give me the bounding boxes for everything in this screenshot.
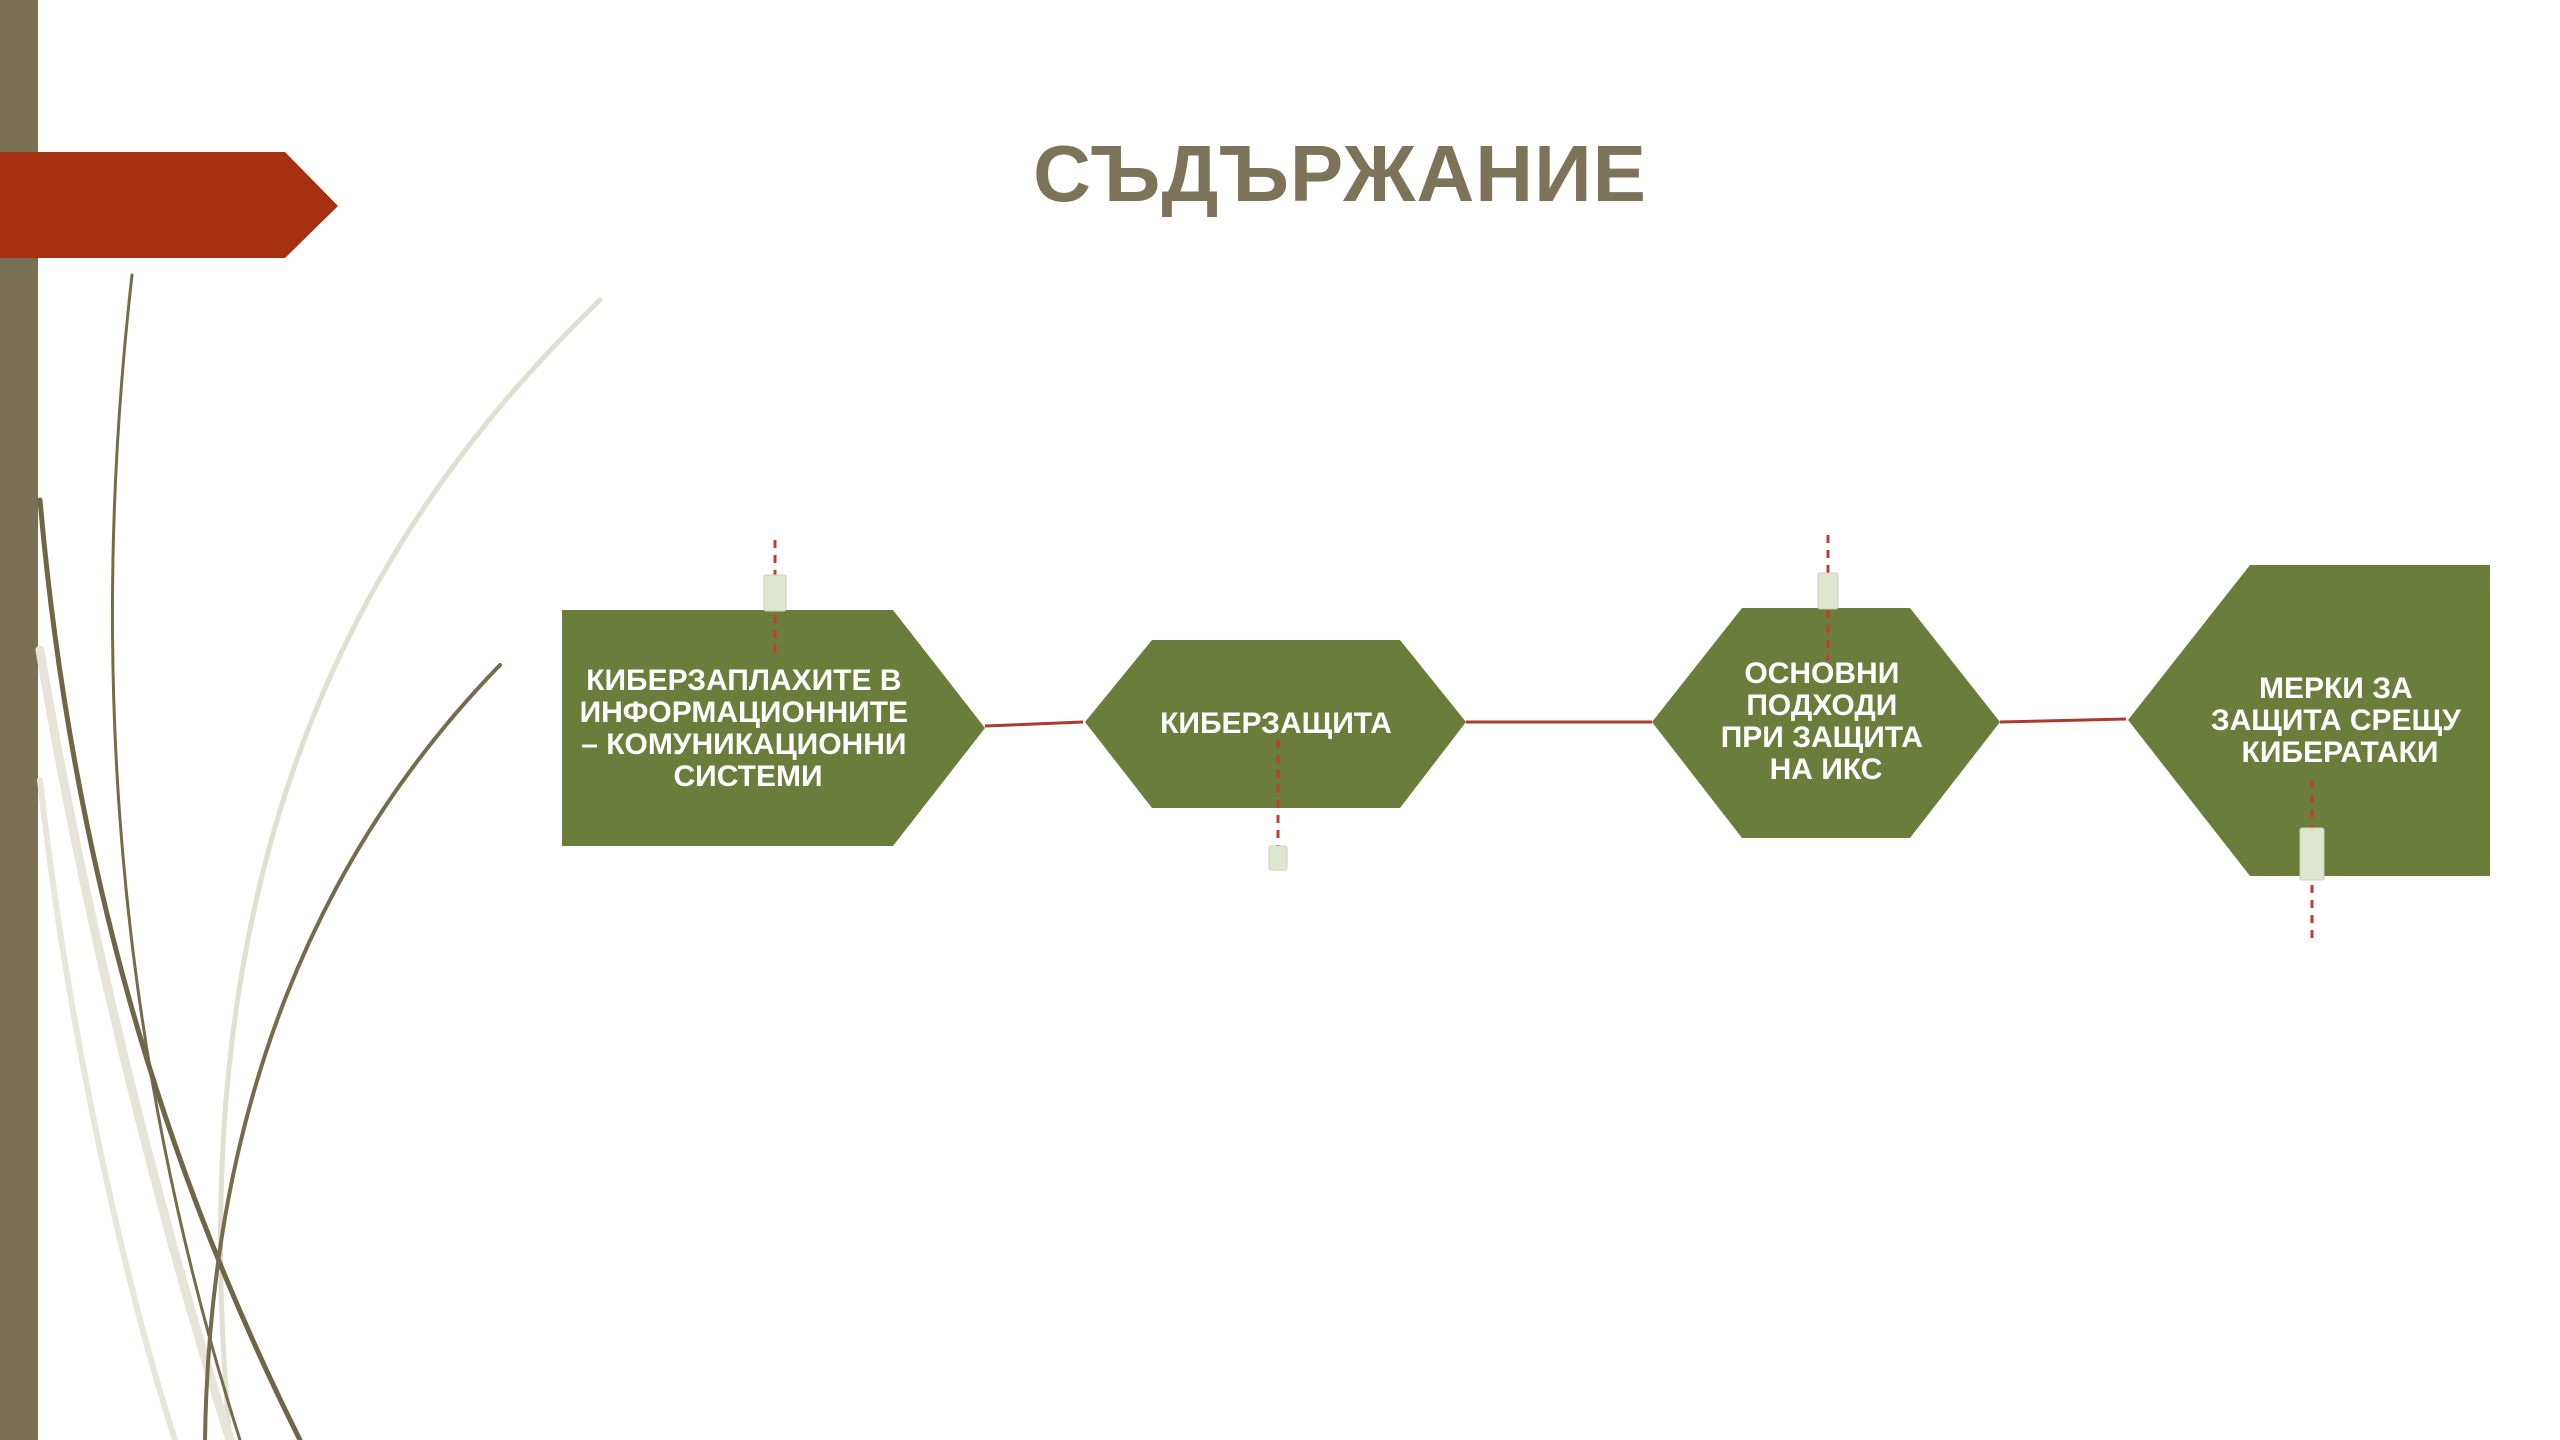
flow-step-2[interactable]: КИБЕРЗАЩИТА [1085,640,1466,808]
connector-line-1-2 [984,720,1084,728]
guide-marker-handles [763,572,2325,881]
connector-line-3-4 [1999,717,2127,724]
guide-markers [773,535,2314,940]
connector-lines [984,717,2127,728]
flow-step-4-shape [2128,565,2490,876]
guide-handle-1 [763,574,787,612]
flow-step-2-label: КИБЕРЗАЩИТА [1160,707,1392,740]
flow-step-4[interactable]: МЕРКИ ЗА ЗАЩИТА СРЕЩУ КИБЕРАТАКИ [2128,565,2490,876]
flow-step-1-shape [562,610,985,846]
red-arrow-banner [0,152,338,258]
flow-step-2-shape [1085,640,1466,808]
swoosh-line-dark-1 [110,273,242,1440]
flow-step-3-label: ОСНОВНИ ПОДХОДИ ПРИ ЗАЩИТА НА ИКС [1721,657,1932,786]
slide-title: СЪДЪРЖАНИЕ [1033,129,1647,218]
guide-handle-4 [2299,827,2325,881]
swoosh-line-light-3 [37,777,178,1440]
swoosh-line-light-2 [35,645,235,1440]
swoosh-line-dark-2 [37,497,303,1440]
flow-step-1-label: КИБЕРЗАПЛАХИТЕ В ИНФОРМАЦИОННИТЕ – КОМУН… [580,664,917,793]
flow-step-3[interactable]: ОСНОВНИ ПОДХОДИ ПРИ ЗАЩИТА НА ИКС [1652,608,2000,838]
decorative-swoosh-lines [35,273,603,1440]
guide-handle-2 [1268,845,1288,871]
guide-handle-3 [1817,572,1839,610]
flow-step-3-shape [1652,608,2000,838]
flow-step-1[interactable]: КИБЕРЗАПЛАХИТЕ В ИНФОРМАЦИОННИТЕ – КОМУН… [562,610,985,846]
swoosh-line-dark-3 [203,663,502,1440]
swoosh-line-light-1 [218,297,603,1440]
flow-step-4-label: МЕРКИ ЗА ЗАЩИТА СРЕЩУ КИБЕРАТАКИ [2211,672,2469,769]
